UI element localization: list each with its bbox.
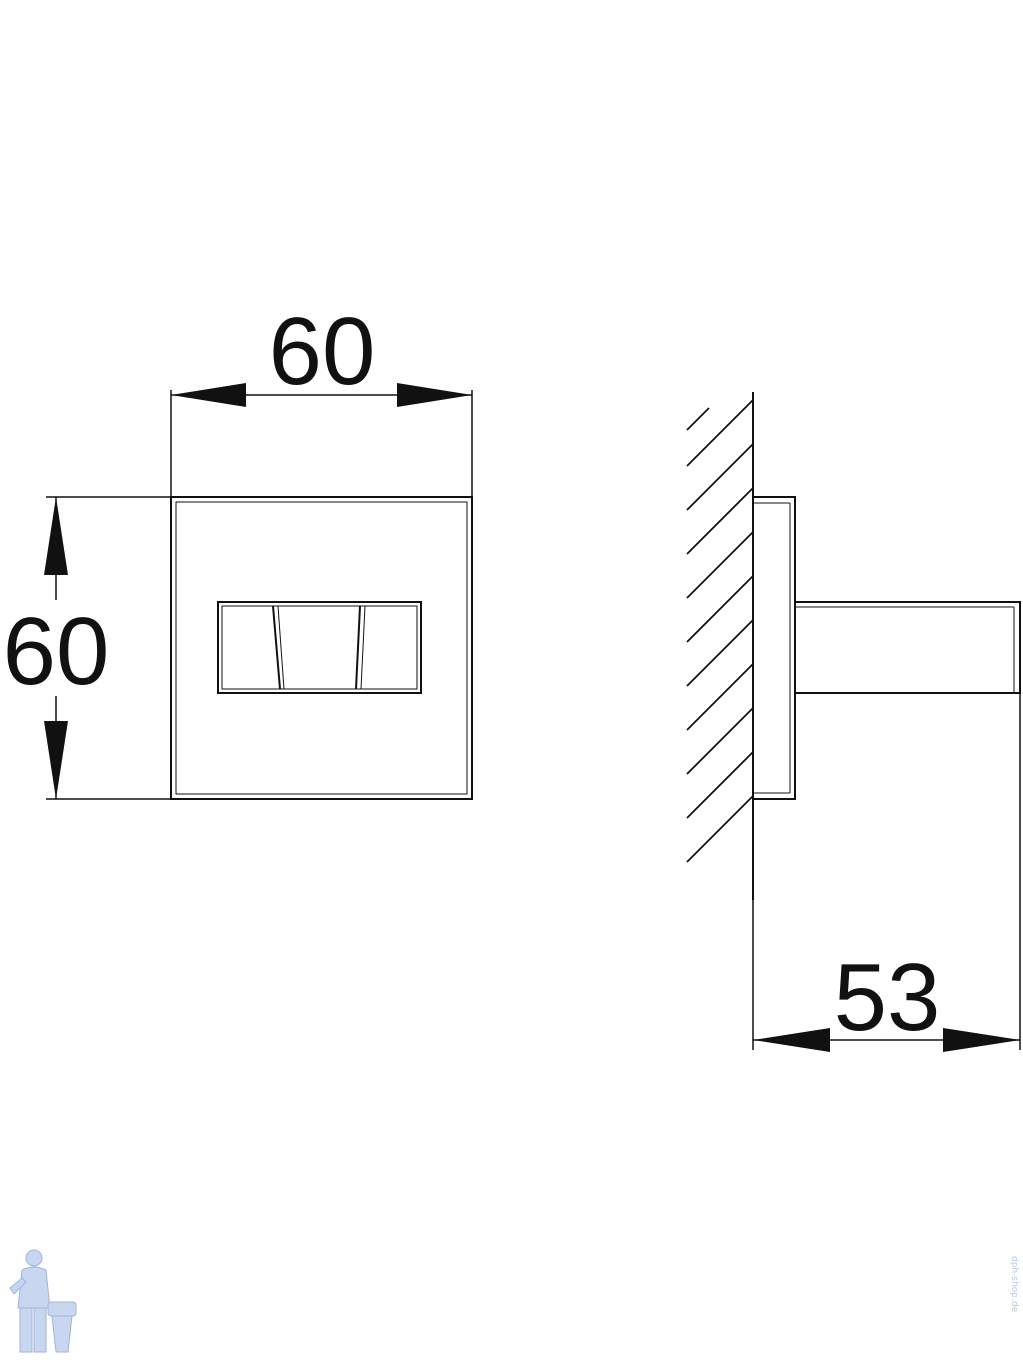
hatch-line [686,487,754,555]
watermark-text: dph-shop.de [1009,1256,1019,1313]
front-width-dimension: 60 [170,298,473,497]
side-base-plate [752,496,796,800]
front-height-label: 60 [3,598,110,705]
wall-hatching [686,399,754,863]
hatch-line [686,619,754,687]
front-plate [170,496,473,800]
front-view [170,496,473,800]
hatch-line [686,795,754,863]
hatch-line [686,407,710,431]
hatch-line [686,531,754,599]
hatch-line [686,663,754,731]
hatch-line [686,575,754,643]
side-view [686,392,1021,900]
hatch-line [686,399,754,467]
hatch-line [686,443,754,511]
side-hook-arm [794,601,1021,694]
front-height-dimension: 60 [0,496,171,800]
side-depth-label: 53 [834,944,941,1051]
watermark-logo [9,1249,77,1353]
side-depth-dimension: 53 [752,693,1021,1052]
plumber-logo-icon [9,1249,77,1353]
front-width-label: 60 [269,298,376,405]
hatch-line [686,751,754,819]
front-plate-inner-edge [175,501,468,795]
front-hook-block [217,601,422,694]
hatch-line [686,707,754,775]
